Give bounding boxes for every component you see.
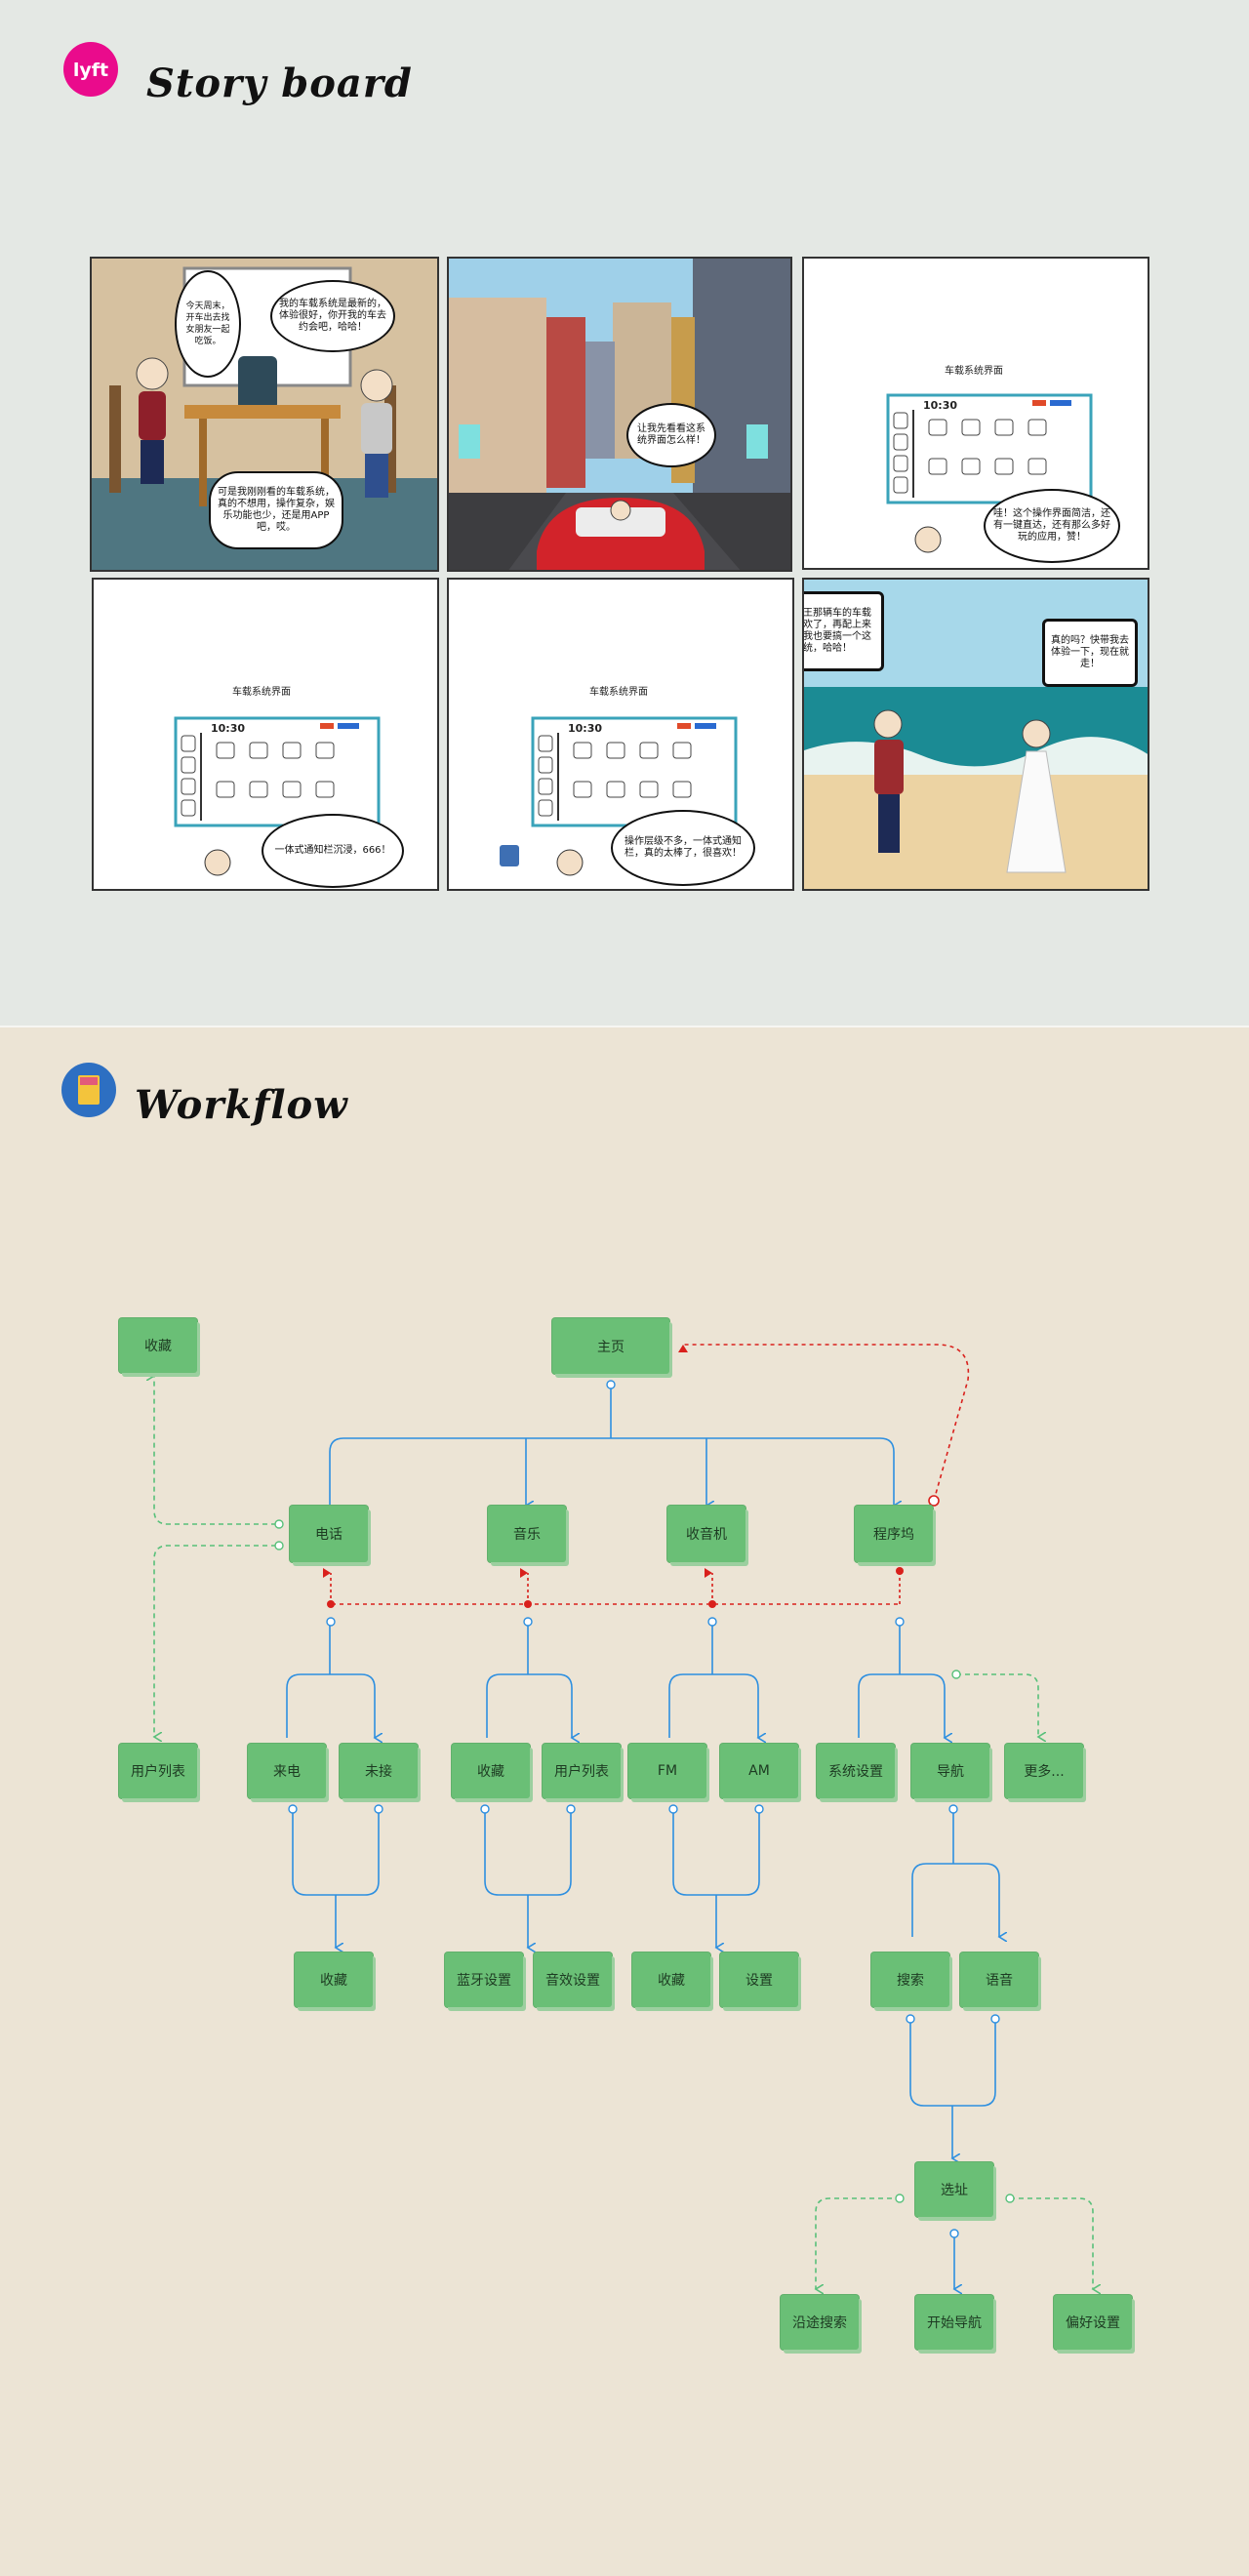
node-favorites-top[interactable]: 收藏: [119, 1318, 197, 1373]
screen-time: 10:30: [568, 722, 603, 735]
node-system-settings[interactable]: 系统设置: [817, 1744, 895, 1798]
thought-bubble: 让我先看看这系统界面怎么样！: [626, 403, 716, 467]
story-panel-3: 车载系统界面 10:30 哇！这个操作界面简洁，还有一键直达，还有那么多好玩的应…: [802, 257, 1149, 570]
section-divider: [0, 1026, 1249, 1028]
screen-label: 车载系统界面: [945, 366, 1003, 377]
speech-bubble: 亲爱的，老王那辆车的车载系统我太喜欢了，再配上来调戏，下次我也要搞一个这样的系统…: [804, 591, 884, 671]
node-music-favorites[interactable]: 收藏: [452, 1744, 530, 1798]
node-bluetooth-settings[interactable]: 蓝牙设置: [445, 1952, 523, 2007]
speech-bubble: 操作层级不多，一体式通知栏，真的太棒了，很喜欢！: [611, 810, 755, 886]
node-missed[interactable]: 未接: [340, 1744, 418, 1798]
node-phone[interactable]: 电话: [290, 1506, 368, 1562]
node-dock[interactable]: 程序坞: [855, 1506, 933, 1562]
workflow-section: Workflow: [0, 1027, 1249, 2576]
speech-bubble: 可是我刚刚看的车载系统，真的不想用，操作复杂，娱乐功能也少，还是用APP吧，哎。: [209, 471, 343, 549]
speech-bubble: 我的车载系统是最新的，体验很好，你开我的车去约会吧，哈哈！: [270, 280, 395, 352]
node-music[interactable]: 音乐: [488, 1506, 566, 1562]
node-navigation[interactable]: 导航: [911, 1744, 989, 1798]
car-ui-mock: [174, 716, 381, 876]
node-radio-favorites[interactable]: 收藏: [632, 1952, 710, 2007]
svg-text:lyft: lyft: [73, 60, 108, 81]
node-incoming[interactable]: 来电: [248, 1744, 326, 1798]
screen-time: 10:30: [211, 722, 246, 735]
node-along-route-search[interactable]: 沿途搜索: [781, 2295, 859, 2350]
node-more[interactable]: 更多...: [1005, 1744, 1083, 1798]
node-radio[interactable]: 收音机: [667, 1506, 745, 1562]
story-panel-4: 车载系统界面 10:30 一体式通知栏沉浸，666！: [92, 578, 439, 891]
node-music-user-list[interactable]: 用户列表: [543, 1744, 621, 1798]
node-sound-settings[interactable]: 音效设置: [534, 1952, 612, 2007]
story-panel-5: 车载系统界面 10:30 操作层级不多，一体式通知栏，真的太棒了，很喜欢！: [447, 578, 794, 891]
storyboard-title: Story board: [146, 60, 413, 106]
node-user-list-left[interactable]: 用户列表: [119, 1744, 197, 1798]
workflow-title: Workflow: [135, 1082, 348, 1128]
notebook-logo-icon: [61, 1063, 116, 1117]
screen-label: 车载系统界面: [232, 687, 291, 698]
lyft-logo-icon: lyft: [63, 42, 118, 97]
speech-bubble: 今天周末，开车出去找女朋友一起吃饭。: [175, 270, 241, 378]
story-panel-6: 亲爱的，老王那辆车的车载系统我太喜欢了，再配上来调戏，下次我也要搞一个这样的系统…: [802, 578, 1149, 891]
node-home[interactable]: 主页: [552, 1318, 669, 1374]
node-fm[interactable]: FM: [628, 1744, 706, 1798]
speech-bubble: 哇！这个操作界面简洁，还有一键直达，还有那么多好玩的应用，赞！: [984, 489, 1120, 563]
speech-bubble: 一体式通知栏沉浸，666！: [262, 814, 404, 888]
car-ui-mock: [500, 716, 738, 876]
story-panel-2: 让我先看看这系统界面怎么样！: [447, 257, 792, 572]
node-am[interactable]: AM: [720, 1744, 798, 1798]
node-start-navigation[interactable]: 开始导航: [915, 2295, 993, 2350]
node-voice[interactable]: 语音: [960, 1952, 1038, 2007]
speech-bubble: 真的吗？快带我去体验一下，现在就走！: [1042, 619, 1138, 687]
node-select-address[interactable]: 选址: [915, 2162, 993, 2217]
street-scene: [449, 259, 790, 570]
screen-label: 车载系统界面: [589, 687, 648, 698]
node-preference-settings[interactable]: 偏好设置: [1054, 2295, 1132, 2350]
car-ui-mock: [886, 393, 1093, 553]
node-radio-settings[interactable]: 设置: [720, 1952, 798, 2007]
story-panel-1: 今天周末，开车出去找女朋友一起吃饭。 我的车载系统是最新的，体验很好，你开我的车…: [90, 257, 439, 572]
node-search[interactable]: 搜索: [871, 1952, 949, 2007]
node-phone-favorites[interactable]: 收藏: [295, 1952, 373, 2007]
screen-time: 10:30: [923, 399, 958, 412]
storyboard-section: lyft Story board 今天周末，开车出去找女朋友一起吃饭。 我的车载…: [0, 0, 1249, 1027]
